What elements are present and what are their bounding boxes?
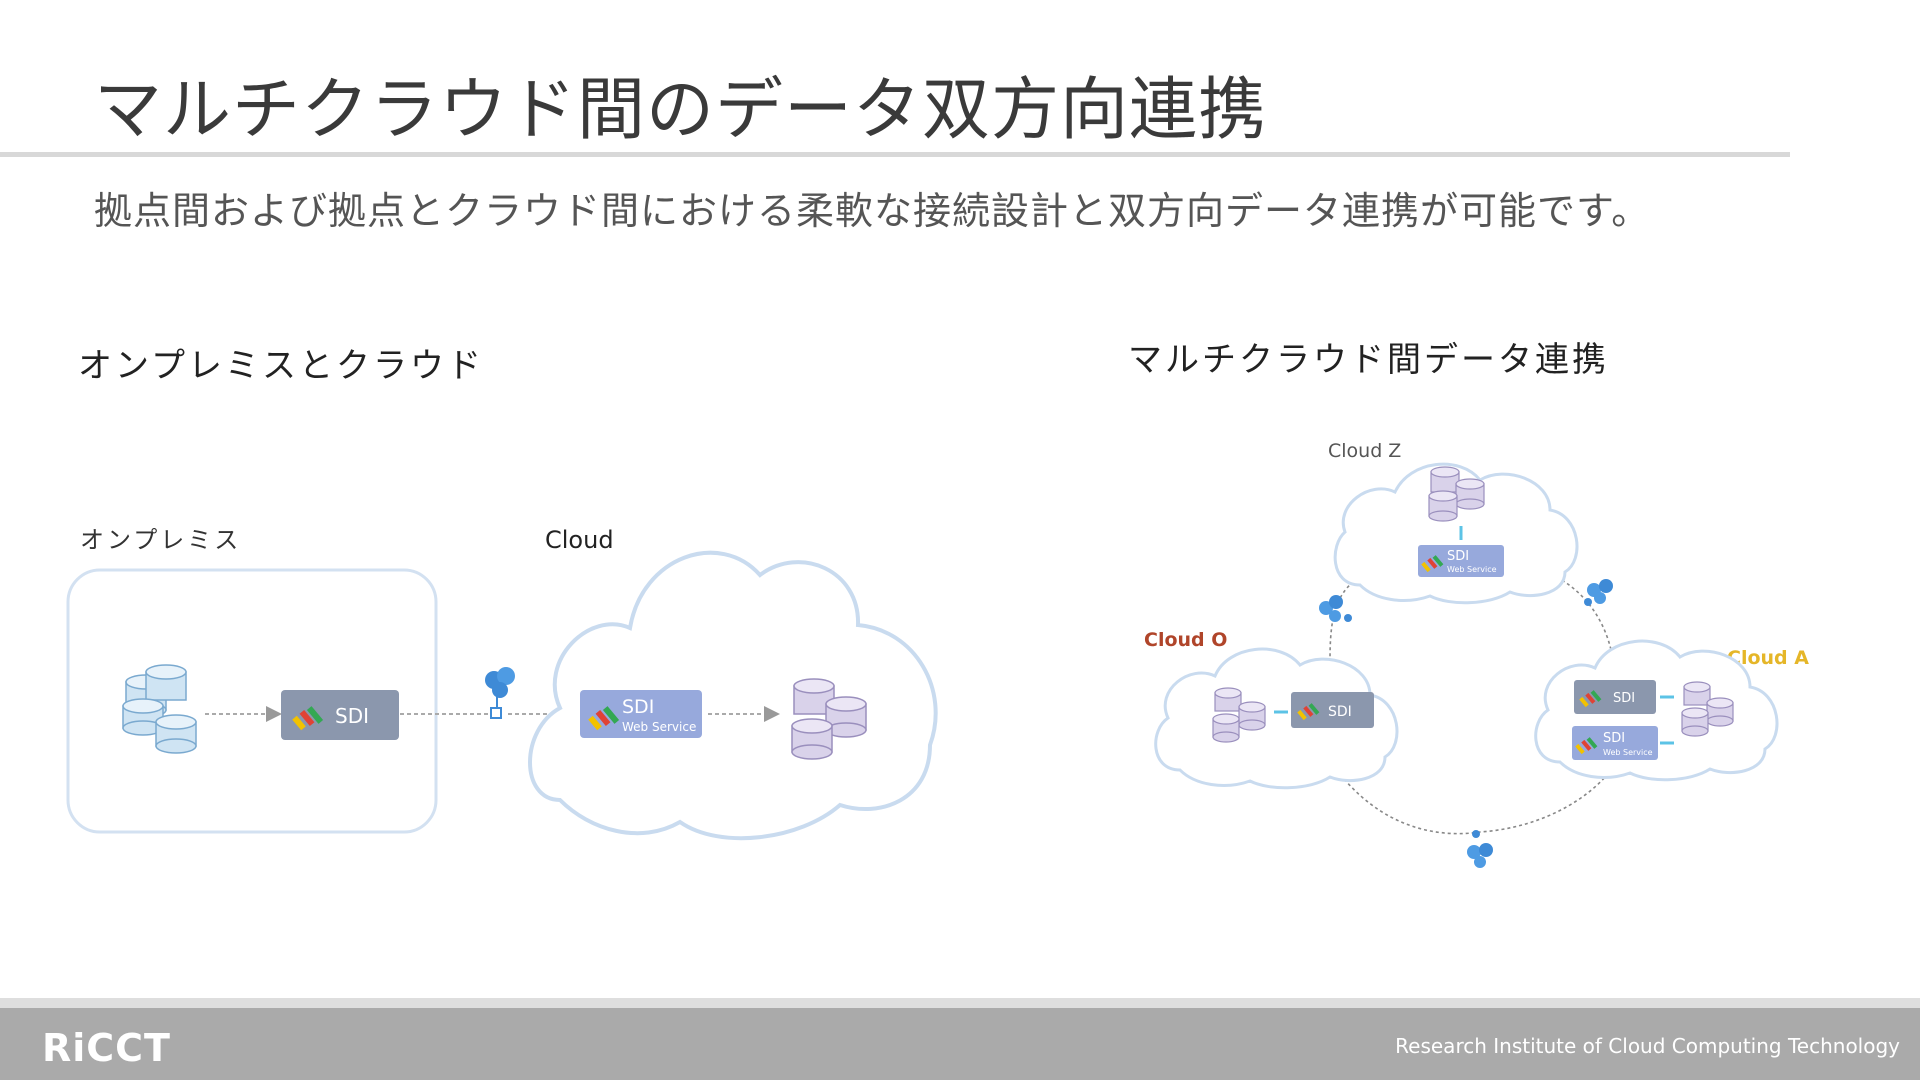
ring-link-z-o (1329, 552, 1426, 661)
cloud-z-database-icon (1428, 466, 1485, 522)
ring-link-o-a (1332, 762, 1617, 835)
slide-title: マルチクラウド間のデータ双方向連携 (94, 71, 1268, 150)
ring-connector-icon (1467, 830, 1493, 868)
cloud-a-sdi-node: SDI (1574, 680, 1656, 714)
sdi-logo-icon (1579, 690, 1602, 708)
cloud-o-shape (1154, 647, 1399, 790)
left-section-heading: オンプレミスとクラウド (78, 346, 484, 386)
cloud-a-sdi-web-node: SDI Web Service (1572, 726, 1658, 760)
footer-bar: RiCCT Research Institute of Cloud Comput… (0, 998, 1920, 1080)
onprem-label: オンプレミス (80, 526, 241, 554)
onprem-sdi-node: SDI (281, 690, 399, 740)
onprem-box (66, 568, 438, 834)
diagrams-canvas: オンプレミス (66, 440, 1809, 868)
cloud-z-sdi-node: SDI Web Service (1418, 545, 1504, 577)
right-section-heading: マルチクラウド間データ連携 (1128, 340, 1609, 380)
cloud-z-shape (1333, 462, 1579, 605)
cloud-o-label: Cloud O (1144, 629, 1227, 651)
cloud-z-label: Cloud Z (1328, 440, 1401, 462)
sdi-logo-icon (1575, 737, 1598, 755)
ricct-logo: RiCCT (42, 1026, 171, 1070)
cloud-a-sdi-web-label: SDI (1603, 731, 1625, 746)
title-divider (0, 152, 1790, 157)
cloud-shape (528, 550, 938, 841)
cloud-a-sdi-label: SDI (1613, 691, 1635, 706)
cloud-a-database-icon (1681, 681, 1734, 737)
ring-connector-icon (1319, 595, 1352, 622)
cloud-a-label: Cloud A (1727, 647, 1809, 669)
footer-tagline: Research Institute of Cloud Computing Te… (1395, 1034, 1900, 1058)
cloud-a-sdi-web-sublabel: Web Service (1603, 748, 1653, 757)
connector-icon (485, 667, 515, 719)
cloud-sdi-label: SDI (622, 696, 654, 718)
cloud-label: Cloud (545, 526, 614, 554)
cloud-o-database-icon (1212, 687, 1266, 743)
sdi-logo-icon (292, 706, 324, 731)
slide-subtitle: 拠点間および拠点とクラウド間における柔軟な接続設計と双方向データ連携が可能です。 (94, 189, 1651, 233)
right-diagram: Cloud Z (1144, 440, 1809, 868)
cloud-z-sdi-label: SDI (1447, 549, 1469, 564)
left-diagram: オンプレミス (66, 526, 938, 841)
sdi-logo-icon (588, 706, 620, 731)
cloud-z-sdi-sublabel: Web Service (1447, 565, 1497, 574)
ring-connector-icon (1584, 579, 1613, 606)
cloud-sdi-web-node: SDI Web Service (580, 690, 702, 738)
onprem-database-icon (122, 664, 197, 754)
onprem-sdi-label: SDI (335, 704, 369, 728)
cloud-database-icon (791, 678, 867, 760)
sdi-logo-icon (1297, 703, 1320, 721)
cloud-sdi-sublabel: Web Service (622, 720, 696, 734)
cloud-o-sdi-node: SDI (1291, 692, 1374, 728)
cloud-o-sdi-label: SDI (1328, 704, 1352, 720)
sdi-logo-icon (1421, 555, 1444, 573)
